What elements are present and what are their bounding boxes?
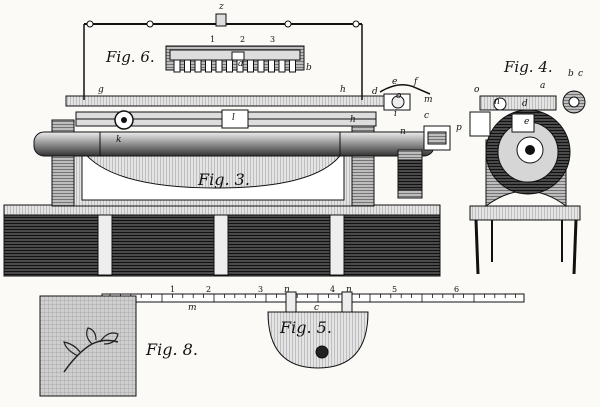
- mark-g: g: [98, 85, 104, 95]
- fig6-comb: [165, 45, 305, 73]
- mark-4c: c: [578, 69, 584, 79]
- mark-4a: a: [540, 81, 546, 91]
- fig4-label: Fig. 4.: [504, 58, 553, 76]
- scale-3: 3: [258, 285, 264, 294]
- mark-2: 2: [240, 35, 246, 44]
- mark-d: d: [372, 87, 378, 97]
- comb-tooth: [278, 59, 286, 73]
- fig4-side-view: [469, 90, 586, 275]
- fig8-sample: [39, 295, 137, 397]
- comb-tooth: [268, 59, 275, 73]
- comb-tooth: [173, 59, 181, 73]
- mark-c: c: [424, 111, 430, 121]
- scale-1: 1: [170, 285, 176, 294]
- comb-tooth: [215, 59, 223, 73]
- mark-m: m: [424, 95, 433, 105]
- scale-6: 6: [454, 285, 460, 294]
- mark-4d: d: [522, 99, 528, 109]
- fig5-scale: [101, 291, 525, 369]
- comb-tooth: [194, 59, 202, 73]
- comb-tooth: [289, 59, 296, 73]
- comb-tooth: [205, 59, 212, 73]
- scale-2: 2: [206, 285, 212, 294]
- comb-tooth: [184, 59, 191, 73]
- comb-tooth: [226, 59, 233, 73]
- mark-5m: m: [188, 303, 197, 313]
- mark-h2: h: [350, 115, 356, 125]
- fig3-label: Fig. 3.: [198, 170, 250, 189]
- mark-e: e: [392, 77, 398, 87]
- mark-4n: n: [494, 97, 500, 107]
- mark-z: z: [219, 2, 224, 12]
- mark-5na: n: [284, 285, 290, 295]
- mark-f: f: [414, 77, 418, 87]
- mark-n: n: [400, 127, 406, 137]
- fig6-label: Fig. 6.: [106, 48, 155, 66]
- mark-4e: e: [524, 117, 530, 127]
- mark-1: 1: [210, 35, 216, 44]
- scale-4: 4: [330, 285, 336, 294]
- fig3-machine: [3, 13, 451, 277]
- mark-4b: b: [568, 69, 574, 79]
- fig8-label: Fig. 8.: [146, 340, 198, 359]
- mark-l: l: [232, 113, 235, 123]
- mark-k: k: [116, 135, 122, 145]
- scale-5: 5: [392, 285, 398, 294]
- mark-p: p: [456, 123, 462, 133]
- mark-a: a: [238, 59, 244, 69]
- mark-i: i: [394, 109, 397, 119]
- comb-tooth: [257, 59, 265, 73]
- mark-h: h: [340, 85, 346, 95]
- fig5-label: Fig. 5.: [280, 318, 332, 337]
- mark-5nb: n: [346, 285, 352, 295]
- mark-3: 3: [270, 35, 276, 44]
- mark-o: o: [396, 91, 402, 101]
- comb-tooth: [247, 59, 254, 73]
- mark-5c: c: [314, 303, 320, 313]
- mark-4o: o: [474, 85, 480, 95]
- mark-b: b: [306, 63, 312, 73]
